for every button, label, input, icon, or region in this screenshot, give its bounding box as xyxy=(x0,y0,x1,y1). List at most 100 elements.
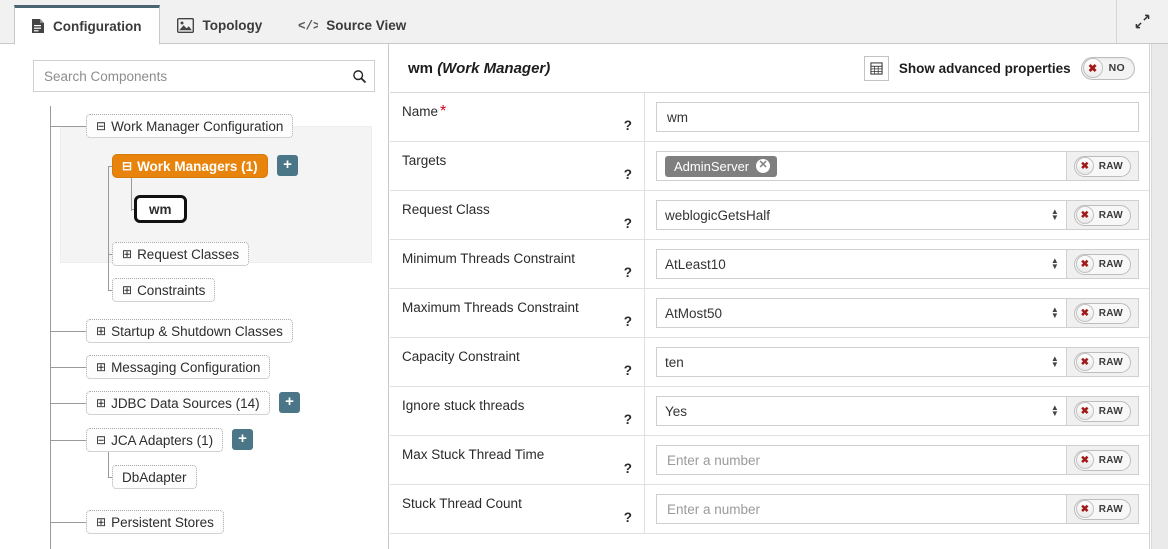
tree-node-constraints[interactable]: ⊞Constraints xyxy=(112,278,216,302)
question-mark-icon[interactable]: ? xyxy=(623,216,632,231)
collapse-minus-icon[interactable]: ⊟ xyxy=(122,159,133,173)
x-icon: ✖ xyxy=(1075,157,1094,175)
select-ignore-stuck-threads[interactable]: Yes▲▼ xyxy=(656,396,1067,426)
form-row-field-cell: AdminServer✕ ✖RAW xyxy=(645,142,1149,190)
expand-plus-icon[interactable]: ⊞ xyxy=(96,324,107,338)
tree-node-dbadapter[interactable]: DbAdapter xyxy=(112,465,197,489)
tree-node-label: Startup & Shutdown Classes xyxy=(111,323,283,339)
raw-toggle[interactable]: ✖RAW xyxy=(1073,253,1131,275)
tab-topology[interactable]: Topology xyxy=(160,5,281,44)
x-icon: ✖ xyxy=(1075,255,1094,273)
tree-node-work-managers-1[interactable]: ⊟Work Managers (1) xyxy=(112,154,268,178)
x-icon: ✖ xyxy=(1075,402,1094,420)
select-maximum-threads-constraint[interactable]: AtMost50 ▲▼ xyxy=(656,298,1067,328)
expand-plus-icon[interactable]: ⊞ xyxy=(96,396,107,410)
tree-node-wm[interactable]: wm xyxy=(134,195,187,223)
tree-connector xyxy=(131,209,134,210)
add-jca-adapters-1-button[interactable]: + xyxy=(232,429,253,450)
tree-connector xyxy=(108,477,112,478)
form-row: Stuck Thread Count?✖RAW xyxy=(390,485,1149,534)
text-input[interactable] xyxy=(665,446,1058,474)
raw-toggle[interactable]: ✖RAW xyxy=(1073,351,1131,373)
question-mark-icon[interactable]: ? xyxy=(623,265,632,280)
spinner-arrows-icon[interactable]: ▲▼ xyxy=(1050,354,1059,369)
form-row-label-cell: Targets? xyxy=(390,142,645,190)
input-max-stuck-thread-time[interactable] xyxy=(656,445,1067,475)
raw-toggle[interactable]: ✖RAW xyxy=(1073,155,1131,177)
tree-connector xyxy=(108,440,109,478)
select-request-class[interactable]: weblogicGetsHalf▲▼ xyxy=(656,200,1067,230)
tree-node-label: JDBC Data Sources (14) xyxy=(111,395,260,411)
question-mark-icon[interactable]: ? xyxy=(623,510,632,525)
x-icon: ✖ xyxy=(1075,304,1094,322)
show-advanced-properties-toggle[interactable]: ✖ NO xyxy=(1080,56,1135,80)
question-mark-icon[interactable]: ? xyxy=(623,363,632,378)
tree-node-jca-adapters-1[interactable]: ⊟JCA Adapters (1) xyxy=(86,428,224,452)
select-minimum-threads-constraint[interactable]: AtLeast10▲▼ xyxy=(656,249,1067,279)
expand-plus-icon[interactable]: ⊞ xyxy=(122,283,133,297)
expand-diagonal-icon[interactable] xyxy=(1116,0,1168,43)
component-tree[interactable]: ⊟Work Manager Configuration ⊟Work Manager… xyxy=(0,106,388,549)
text-input[interactable] xyxy=(665,103,1130,131)
raw-toggle-wrap: ✖RAW xyxy=(1066,200,1139,230)
target-chip[interactable]: AdminServer✕ xyxy=(665,155,778,177)
input-stuck-thread-count[interactable] xyxy=(656,494,1067,524)
tree-node-request-classes[interactable]: ⊞ Request Classes xyxy=(112,242,250,266)
calculator-icon[interactable] xyxy=(863,55,889,81)
add-jdbc-data-sources-14-button[interactable]: + xyxy=(279,392,300,413)
raw-label: RAW xyxy=(1098,503,1123,515)
expand-plus-icon[interactable]: ⊞ xyxy=(96,360,107,374)
expand-plus-icon[interactable]: ⊞ xyxy=(96,515,107,529)
raw-toggle[interactable]: ✖RAW xyxy=(1073,498,1131,520)
raw-toggle[interactable]: ✖RAW xyxy=(1073,449,1131,471)
question-mark-icon[interactable]: ? xyxy=(623,412,632,427)
tree-connector xyxy=(50,440,86,441)
tab-source-view[interactable]: </>Source View xyxy=(281,5,425,44)
raw-toggle[interactable]: ✖RAW xyxy=(1073,302,1131,324)
search-input[interactable] xyxy=(34,61,344,91)
select-capacity-constraint[interactable]: ten▲▼ xyxy=(656,347,1067,377)
input-name[interactable] xyxy=(656,102,1139,132)
raw-toggle[interactable]: ✖RAW xyxy=(1073,204,1131,226)
tree-connector xyxy=(50,522,86,523)
required-asterisk: * xyxy=(440,103,447,120)
question-mark-icon[interactable]: ? xyxy=(623,118,632,133)
question-mark-icon[interactable]: ? xyxy=(623,167,632,182)
add-work-managers-1-button[interactable]: + xyxy=(277,155,298,176)
spinner-arrows-icon[interactable]: ▲▼ xyxy=(1050,403,1059,418)
tree-node-messaging-configuration[interactable]: ⊞Messaging Configuration xyxy=(86,355,271,379)
svg-text:</>: </> xyxy=(298,20,318,33)
tree-node-work-manager-configuration[interactable]: ⊟Work Manager Configuration xyxy=(86,114,294,138)
collapse-minus-icon[interactable]: ⊟ xyxy=(96,119,107,133)
tree-connector xyxy=(50,367,86,368)
raw-toggle[interactable]: ✖ RAW xyxy=(1073,400,1131,422)
question-mark-icon[interactable]: ? xyxy=(623,461,632,476)
x-icon: ✖ xyxy=(1075,353,1094,371)
targets-chip-field[interactable]: AdminServer✕ xyxy=(656,151,1067,181)
toggle-state-label: NO xyxy=(1108,62,1125,74)
collapse-minus-icon[interactable]: ⊟ xyxy=(96,433,107,447)
tree-node-label: Request Classes xyxy=(137,246,240,262)
tree-node-jdbc-data-sources-14[interactable]: ⊞ JDBC Data Sources (14) xyxy=(86,391,270,415)
spinner-arrows-icon[interactable]: ▲▼ xyxy=(1050,305,1059,320)
x-icon: ✖ xyxy=(1075,206,1094,224)
close-circle-icon[interactable]: ✕ xyxy=(756,159,771,173)
tree-node-startup-shutdown-classes[interactable]: ⊞ Startup & Shutdown Classes xyxy=(86,319,293,343)
spinner-arrows-icon[interactable]: ▲▼ xyxy=(1050,207,1059,222)
select-value: AtMost50 xyxy=(665,305,723,321)
question-mark-icon[interactable]: ? xyxy=(623,314,632,329)
field-label: Ignore stuck threads xyxy=(402,398,525,413)
search-icon[interactable] xyxy=(344,69,374,84)
form-row: Capacity Constraint?ten▲▼✖RAW xyxy=(390,338,1149,387)
text-input[interactable] xyxy=(665,495,1058,523)
raw-toggle-wrap: ✖RAW xyxy=(1066,298,1139,328)
tree-node-persistent-stores[interactable]: ⊞Persistent Stores xyxy=(86,510,224,534)
form-row-label-cell: Request Class? xyxy=(390,191,645,239)
expand-plus-icon[interactable]: ⊞ xyxy=(122,247,133,261)
raw-label: RAW xyxy=(1098,405,1123,417)
search-components-box[interactable] xyxy=(33,60,375,92)
spinner-arrows-icon[interactable]: ▲▼ xyxy=(1050,256,1059,271)
tab-configuration[interactable]: Configuration xyxy=(14,5,161,45)
